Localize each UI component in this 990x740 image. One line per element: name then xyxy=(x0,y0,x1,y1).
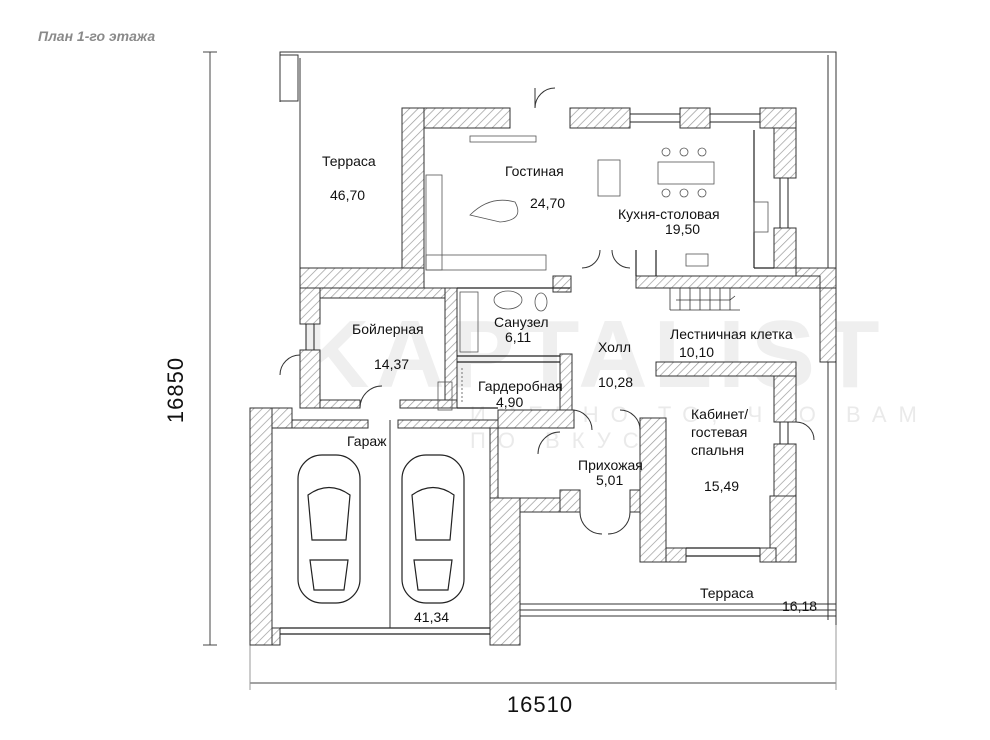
boiler-room-name: Бойлерная xyxy=(352,321,424,337)
stairwell-area: 10,10 xyxy=(679,344,715,360)
dimension-lines xyxy=(203,51,837,690)
cars xyxy=(297,454,465,604)
walls xyxy=(249,107,837,646)
hall-name: Холл xyxy=(598,339,631,355)
partitions xyxy=(280,130,774,635)
terrace-bottom-name: Терраса xyxy=(700,585,754,601)
windows xyxy=(305,113,789,444)
office-name-line-2: гостевая xyxy=(691,424,748,440)
terrace-bottom-area: 16,18 xyxy=(782,598,818,614)
entry-area: 5,01 xyxy=(596,472,624,488)
wardrobe-name: Гардеробная xyxy=(478,378,563,394)
garage-area: 41,34 xyxy=(414,609,450,625)
bathroom-name: Санузел xyxy=(494,314,549,330)
terrace-top-area: 46,70 xyxy=(330,187,366,203)
plan-title: План 1-го этажа xyxy=(38,28,156,44)
kitchen-name: Кухня-столовая xyxy=(618,206,720,222)
stairwell-name: Лестничная клетка xyxy=(670,326,793,342)
staircase xyxy=(669,288,740,311)
hall-area: 10,28 xyxy=(598,374,634,390)
dimension-width: 16510 xyxy=(506,692,574,717)
wardrobe-area: 4,90 xyxy=(496,394,524,410)
garage-name: Гараж xyxy=(347,433,387,449)
office-name-line-1: Кабинет/ xyxy=(691,406,749,422)
bathroom-area: 6,11 xyxy=(505,329,532,345)
kitchen-area: 19,50 xyxy=(665,221,701,237)
office-area: 15,49 xyxy=(704,478,740,494)
entry-name: Прихожая xyxy=(578,457,643,473)
dimension-height: 16850 xyxy=(163,356,188,424)
living-room-area: 24,70 xyxy=(530,195,566,211)
office-name-line-3: спальня xyxy=(691,442,745,458)
furniture xyxy=(425,135,769,411)
boiler-room-area: 14,37 xyxy=(374,356,410,372)
living-room-name: Гостиная xyxy=(505,163,564,179)
doors xyxy=(279,87,815,628)
terrace-top-name: Терраса xyxy=(322,153,376,169)
